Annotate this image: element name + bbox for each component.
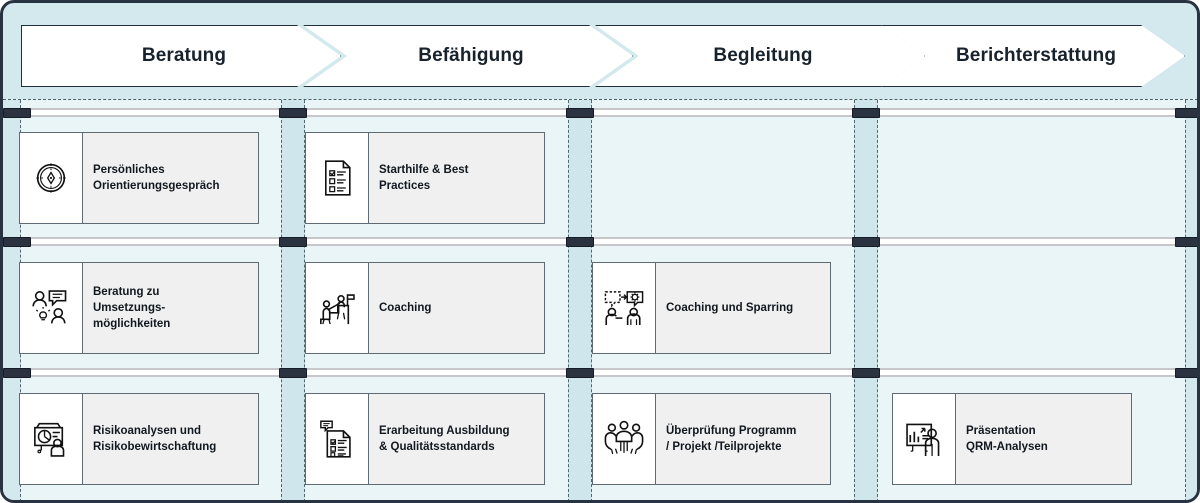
lane-separator-1 bbox=[281, 100, 305, 500]
phase-chevron-begleitung[interactable]: Begleitung bbox=[595, 25, 925, 87]
compass-icon bbox=[20, 133, 83, 223]
divider-connector bbox=[852, 368, 880, 378]
service-card-label: Beratung zu Umsetzungs- möglichkeiten bbox=[93, 285, 171, 331]
service-card-label: Risikoanalysen und Risikobewirtschaftung bbox=[93, 424, 217, 453]
row-divider-middle bbox=[3, 237, 1197, 247]
presentation-bars-person-icon bbox=[893, 394, 956, 484]
divider-connector bbox=[852, 108, 880, 118]
grid-cell: Risikoanalysen und Risikobewirtschaftung bbox=[3, 385, 281, 495]
service-card[interactable]: Überprüfung Programm / Projekt /Teilproj… bbox=[592, 393, 831, 485]
phase-label: Beratung bbox=[141, 45, 227, 66]
divider-rule bbox=[3, 368, 1197, 370]
swimlane-grid: Persönliches Orientierungsgespräch bbox=[3, 99, 1197, 500]
divider-connector bbox=[3, 368, 31, 378]
grid-cell bbox=[854, 124, 1197, 234]
divider-connector bbox=[566, 237, 594, 247]
divider-gap bbox=[3, 110, 1197, 115]
checklist-speech-icon bbox=[306, 394, 369, 484]
divider-rule bbox=[3, 375, 1197, 377]
service-card[interactable]: Erarbeitung Ausbildung & Qualitätsstanda… bbox=[305, 393, 545, 485]
card-row: Persönliches Orientierungsgespräch bbox=[3, 124, 1197, 234]
service-card-label: Coaching und Sparring bbox=[666, 301, 794, 314]
service-card[interactable]: Coaching und Sparring bbox=[592, 262, 831, 354]
row-divider-bottom bbox=[3, 368, 1197, 378]
divider-connector bbox=[279, 237, 307, 247]
divider-connector bbox=[852, 237, 880, 247]
divider-gap bbox=[3, 239, 1197, 244]
divider-rule bbox=[3, 115, 1197, 117]
grid-cell bbox=[854, 254, 1197, 364]
consultation-people-idea-icon bbox=[20, 263, 83, 353]
phase-label: Begleitung bbox=[713, 45, 813, 66]
service-card-label: Präsentation QRM-Analysen bbox=[966, 424, 1048, 453]
phase-chevron-befaehigung[interactable]: Befähigung bbox=[303, 25, 633, 87]
grid-cell: Beratung zu Umsetzungs- möglichkeiten bbox=[3, 254, 281, 364]
lane-separator-3 bbox=[854, 100, 878, 500]
phase-chevron-beratung[interactable]: Beratung bbox=[21, 25, 341, 87]
divider-rule bbox=[3, 108, 1197, 110]
service-card-label: Erarbeitung Ausbildung & Qualitätsstanda… bbox=[379, 424, 510, 453]
service-card[interactable]: Persönliches Orientierungsgespräch bbox=[19, 132, 259, 224]
coaching-stairs-flag-icon bbox=[306, 263, 369, 353]
service-card-label: Coaching bbox=[379, 301, 432, 314]
lane-separator-2 bbox=[568, 100, 592, 500]
grid-cell: Coaching und Sparring bbox=[568, 254, 854, 364]
service-card[interactable]: Coaching bbox=[305, 262, 545, 354]
card-row: Risikoanalysen und Risikobewirtschaftung bbox=[3, 385, 1197, 495]
sparring-gear-dialog-icon bbox=[593, 263, 656, 353]
risk-presentation-chart-icon bbox=[20, 394, 83, 484]
card-row: Beratung zu Umsetzungs- möglichkeiten bbox=[3, 254, 1197, 364]
divider-connector bbox=[3, 237, 31, 247]
service-card-label: Starthilfe & Best Practices bbox=[379, 163, 469, 192]
service-card[interactable]: Präsentation QRM-Analysen bbox=[892, 393, 1132, 485]
phase-label: Befähigung bbox=[418, 45, 524, 66]
divider-connector bbox=[1175, 368, 1197, 378]
divider-rule bbox=[3, 244, 1197, 246]
service-card-label: Überprüfung Programm / Projekt /Teilproj… bbox=[666, 424, 797, 453]
grid-cell bbox=[568, 124, 854, 234]
grid-cell: Persönliches Orientierungsgespräch bbox=[3, 124, 281, 234]
divider-rule bbox=[3, 237, 1197, 239]
grid-cell: Erarbeitung Ausbildung & Qualitätsstanda… bbox=[281, 385, 568, 495]
divider-connector bbox=[279, 108, 307, 118]
divider-gap bbox=[3, 370, 1197, 375]
checklist-document-icon bbox=[306, 133, 369, 223]
grid-cell: Coaching bbox=[281, 254, 568, 364]
grid-cell: Überprüfung Programm / Projekt /Teilproj… bbox=[568, 385, 854, 495]
service-card-label: Persönliches Orientierungsgespräch bbox=[93, 163, 220, 192]
service-card[interactable]: Risikoanalysen und Risikobewirtschaftung bbox=[19, 393, 259, 485]
phase-chevron-berichterstattung[interactable]: Berichterstattung bbox=[881, 25, 1185, 87]
row-divider-top bbox=[3, 108, 1197, 118]
phase-header-band: Beratung Befähigung Begleitung Berichter… bbox=[3, 3, 1200, 99]
divider-connector bbox=[566, 368, 594, 378]
team-review-icon bbox=[593, 394, 656, 484]
grid-cell: Starthilfe & Best Practices bbox=[281, 124, 568, 234]
divider-connector bbox=[3, 108, 31, 118]
service-card[interactable]: Starthilfe & Best Practices bbox=[305, 132, 545, 224]
divider-connector bbox=[1175, 108, 1197, 118]
divider-connector bbox=[279, 368, 307, 378]
lane-gutter-right bbox=[1185, 100, 1197, 500]
phase-label: Berichterstattung bbox=[955, 45, 1117, 66]
grid-cell: Präsentation QRM-Analysen bbox=[854, 385, 1197, 495]
divider-connector bbox=[566, 108, 594, 118]
divider-connector bbox=[1175, 237, 1197, 247]
service-card[interactable]: Beratung zu Umsetzungs- möglichkeiten bbox=[19, 262, 259, 354]
